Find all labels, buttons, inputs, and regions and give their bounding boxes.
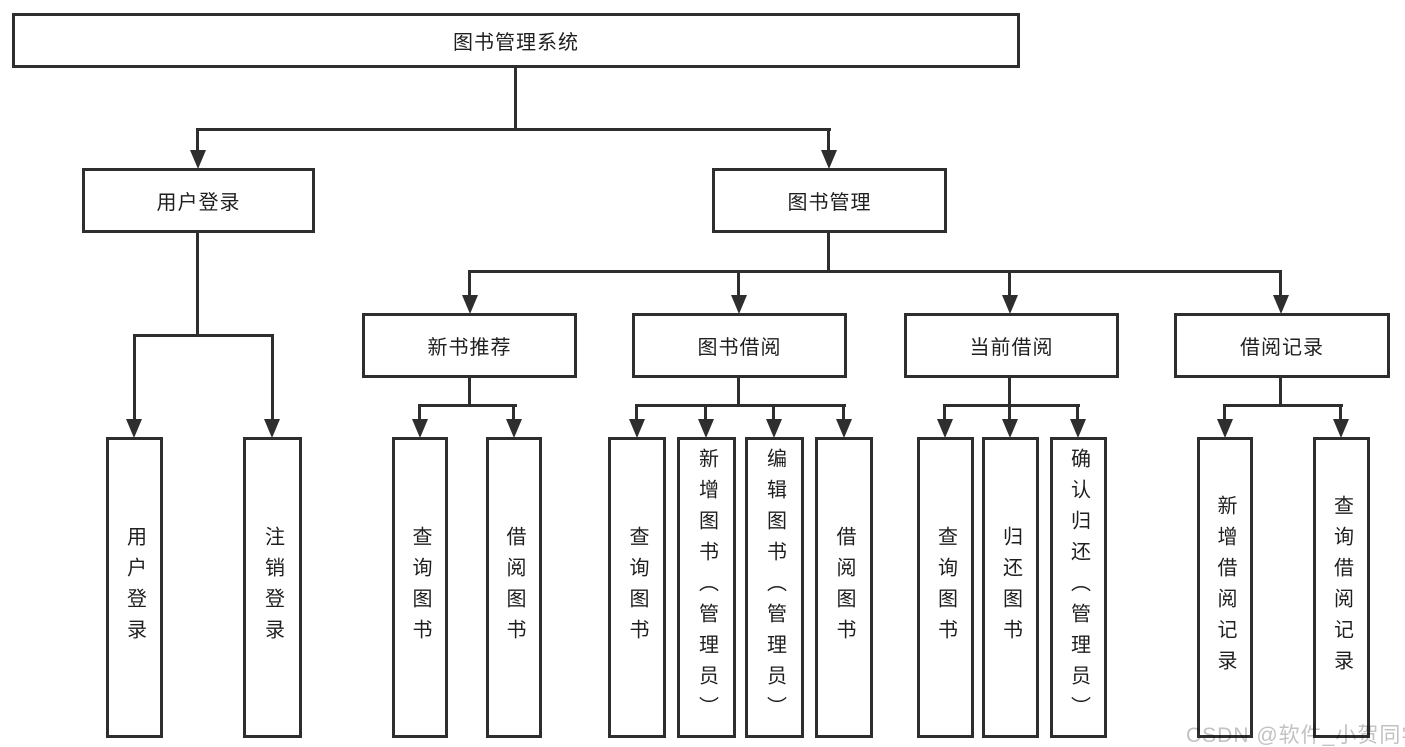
node-leaf-bb-edit-books-admin: 编辑图书（管理员） [745,437,804,738]
node-label: 查询图书 [409,525,431,650]
connector-stem-bb-query [635,404,638,421]
node-label: 确认归还（管理员） [1067,448,1090,727]
connector-rec-bus [418,404,517,407]
node-label: 查询图书 [934,525,957,650]
arrow-down-icon [1217,419,1233,438]
csdn-watermark: CSDN @软件_小贺同学 [1186,724,1405,747]
node-leaf-br-add-record: 新增借阅记录 [1197,437,1253,738]
node-user-login: 用户登录 [82,168,315,233]
node-current-borrowing: 当前借阅 [904,313,1119,378]
node-label: 用户登录 [156,192,241,214]
node-leaf-cb-confirm-return-admin: 确认归还（管理员） [1050,437,1107,738]
node-label: 图书管理系统 [453,32,579,54]
connector-cb-drop [1008,378,1011,407]
node-label: 借阅图书 [503,525,525,650]
connector-l2-bus [196,128,831,131]
connector-stem-new-book-rec [468,270,471,297]
connector-stem-borrow-records [1279,270,1282,297]
connector-stem-cb-return [1008,404,1011,421]
connector-stem-user-login [196,128,199,152]
connector-stem-br-add [1223,404,1226,421]
arrow-down-icon [1070,419,1086,438]
node-leaf-cb-query-books: 查询图书 [917,437,974,738]
arrow-down-icon [731,295,747,314]
node-root-system: 图书管理系统 [12,13,1020,68]
node-label: 借阅图书 [833,525,855,650]
arrow-down-icon [412,419,428,438]
arrow-down-icon [264,419,280,438]
node-label: 用户登录 [123,525,146,650]
connector-root-drop [514,68,517,130]
node-label: 新增图书（管理员） [695,448,718,727]
connector-cb-bus [943,404,1080,407]
node-leaf-bb-add-books-admin: 新增图书（管理员） [677,437,736,738]
connector-stem-bb-add [704,404,707,421]
node-label: 图书管理 [787,192,872,214]
connector-stem-logout [271,334,274,419]
node-leaf-rec-borrow-books: 借阅图书 [486,437,542,738]
connector-br-bus [1223,404,1343,407]
node-leaf-rec-query-books: 查询图书 [392,437,448,738]
connector-stem-rec-borrow [512,404,515,421]
connector-rec-drop [468,378,471,407]
connector-bb-bus [635,404,846,407]
connector-br-drop [1279,378,1282,407]
arrow-down-icon [126,419,142,438]
arrow-down-icon [629,419,645,438]
arrow-down-icon [766,419,782,438]
node-leaf-logout: 注销登录 [243,437,302,738]
node-leaf-bb-query-books: 查询图书 [608,437,666,738]
arrow-down-icon [506,419,522,438]
node-label: 查询借阅记录 [1330,494,1353,681]
arrow-down-icon [190,150,206,169]
arrow-down-icon [462,295,478,314]
node-leaf-cb-return-books: 归还图书 [982,437,1039,738]
node-label: 新增借阅记录 [1214,494,1236,681]
connector-stem-bb-edit [772,404,775,421]
connector-stem-login [133,334,136,419]
connector-stem-current-borrow [1008,270,1011,297]
arrow-down-icon [1002,419,1018,438]
node-new-book-recommend: 新书推荐 [362,313,577,378]
connector-stem-cb-query [943,404,946,421]
node-label: 借阅记录 [1240,337,1324,359]
node-label: 归还图书 [999,525,1022,650]
connector-stem-cb-confirm [1076,404,1079,421]
arrow-down-icon [937,419,953,438]
arrow-down-icon [1333,419,1349,438]
connector-stem-rec-query [418,404,421,421]
arrow-down-icon [836,419,852,438]
node-book-management: 图书管理 [712,168,947,233]
node-leaf-user-login: 用户登录 [106,437,163,738]
node-borrowing-records: 借阅记录 [1174,313,1390,378]
node-label: 图书借阅 [697,337,782,359]
connector-stem-br-query [1339,404,1342,421]
node-leaf-bb-borrow-books: 借阅图书 [815,437,873,738]
connector-user-login-drop [196,233,199,337]
arrow-down-icon [1002,295,1018,314]
node-label: 编辑图书（管理员） [763,448,786,727]
connector-stem-bb-borrow [842,404,845,421]
arrow-down-icon [821,150,837,169]
node-label: 注销登录 [261,525,284,650]
connector-bb-drop [737,378,740,407]
node-leaf-br-query-record: 查询借阅记录 [1313,437,1370,738]
arrow-down-icon [1273,295,1289,314]
node-label: 查询图书 [626,525,648,650]
node-label: 当前借阅 [969,337,1054,359]
connector-l3-bus [468,270,1282,273]
arrow-down-icon [698,419,714,438]
connector-book-mgmt-drop [827,233,830,273]
connector-user-login-bus [133,334,274,337]
node-label: 新书推荐 [427,337,512,359]
connector-stem-book-borrow [737,270,740,297]
connector-stem-book-mgmt [827,128,830,152]
node-book-borrowing: 图书借阅 [632,313,847,378]
